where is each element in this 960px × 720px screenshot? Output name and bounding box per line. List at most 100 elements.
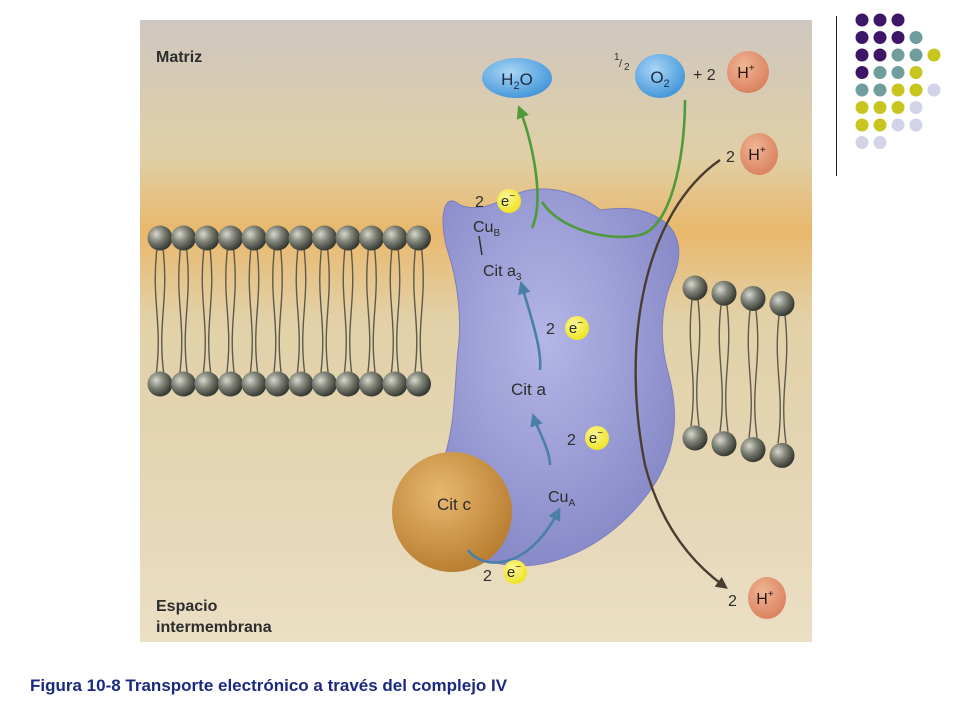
electron-count-middle: 2	[546, 321, 555, 338]
complex-iv-protein	[435, 188, 680, 567]
lipid-head-outer	[194, 225, 220, 251]
lipid-head-outer	[769, 291, 795, 317]
lipid-head-outer	[265, 225, 290, 251]
electron-bottom	[503, 560, 527, 584]
decorative-dot	[873, 83, 887, 97]
water-label: H2O	[501, 70, 533, 92]
lipid-bilayer	[147, 225, 795, 468]
lipid-head-inner	[335, 371, 361, 397]
label-cit-a3: Cit a3	[483, 263, 522, 283]
lipid-head-inner	[265, 371, 290, 397]
lipid-head-outer	[288, 225, 314, 251]
proton-label-reaction: H+	[737, 63, 755, 82]
decorative-dot	[873, 13, 887, 27]
lipid-head-outer	[359, 225, 384, 251]
arrow-oxygen-to-site	[540, 99, 687, 239]
lipid-tails	[718, 305, 723, 432]
lipid-tails	[696, 299, 701, 427]
electron-count-top: 2	[475, 194, 484, 211]
decorative-dot	[927, 48, 941, 62]
decorative-dot	[873, 66, 887, 79]
label-cub: CuB	[473, 219, 500, 239]
lipid-tails	[225, 247, 230, 377]
lipid-tails	[783, 315, 788, 444]
label-intermembrana: intermembrana	[156, 619, 272, 636]
two-protons-matrix-count: 2	[726, 149, 735, 166]
electron-label-bottom: e−	[507, 562, 521, 581]
proton-label-ims: H+	[756, 589, 774, 608]
lipid-head-inner	[171, 371, 196, 397]
figure-caption: Figura 10-8 Transporte electrónico a tra…	[30, 676, 508, 695]
electron-lower	[585, 426, 609, 450]
lipid-tails	[754, 310, 759, 438]
decorative-dot	[909, 118, 923, 132]
lipid-tails	[319, 247, 324, 377]
decorative-dot	[855, 136, 869, 149]
lipid-tails	[278, 247, 283, 377]
proton-matrix-reaction	[727, 51, 769, 93]
cytochrome-c-sphere	[392, 452, 512, 572]
cub-link	[478, 235, 483, 256]
lipid-tails	[419, 247, 424, 377]
lipid-head-outer	[241, 225, 267, 251]
lipid-head-inner	[147, 371, 173, 397]
lipid-head-outer	[382, 225, 408, 251]
decorative-dot	[855, 83, 869, 97]
lipid-head-outer	[740, 285, 766, 311]
decorative-dot	[855, 118, 869, 132]
proton-label-matrix: H+	[748, 145, 766, 164]
arrow-proton-translocation	[634, 159, 728, 589]
half-denominator: 2	[624, 62, 630, 73]
oxygen-label: O2	[650, 68, 669, 90]
two-protons-ims-count: 2	[728, 593, 737, 610]
plus-two-label: + 2	[693, 67, 716, 84]
electron-label-top: e−	[501, 191, 515, 210]
lipid-head-inner	[241, 371, 267, 397]
decorative-dot	[909, 48, 923, 62]
decorative-dot	[909, 31, 923, 44]
half-slash: /	[619, 58, 623, 70]
decorative-dot	[891, 48, 905, 62]
decorative-dot	[855, 48, 869, 62]
lipid-tails	[302, 247, 307, 377]
lipid-tails	[413, 247, 418, 377]
lipid-head-outer	[682, 275, 708, 301]
lipid-tails	[231, 247, 236, 377]
lipid-tails	[295, 247, 300, 377]
decorative-dot	[891, 31, 905, 44]
decorative-dot	[891, 101, 905, 114]
decorative-dot	[873, 118, 887, 132]
lipid-head-outer	[312, 225, 337, 251]
lipid-head-outer	[406, 225, 431, 251]
label-cua: CuA	[548, 489, 575, 509]
electron-top	[497, 189, 521, 213]
lipid-tails	[776, 315, 781, 444]
lipid-head-inner	[740, 437, 766, 463]
lipid-tails	[161, 247, 166, 377]
decorative-dot	[891, 66, 905, 79]
decorative-dot	[855, 66, 869, 79]
lipid-head-inner	[382, 371, 408, 397]
decorative-dot	[873, 136, 887, 149]
lipid-tails	[342, 247, 347, 377]
lipid-tails	[201, 247, 206, 377]
decorative-dot	[891, 118, 905, 132]
lipid-head-inner	[711, 431, 737, 457]
lipid-tails	[725, 305, 730, 432]
arrow-citc-to-cua	[466, 507, 561, 564]
label-cit-a: Cit a	[511, 380, 547, 399]
decorative-dot	[909, 101, 923, 114]
decorative-dot	[873, 101, 887, 114]
lipid-head-outer	[147, 225, 173, 251]
label-espacio: Espacio	[156, 598, 218, 615]
half-numerator: 1	[614, 52, 620, 63]
lipid-tails	[325, 247, 330, 377]
decorative-dot	[855, 13, 869, 27]
lipid-tails	[372, 247, 377, 377]
lipid-tails	[154, 247, 159, 377]
lipid-tails	[208, 247, 213, 377]
lipid-head-outer	[711, 280, 737, 306]
lipid-tails	[366, 247, 371, 377]
lipid-tails	[747, 310, 752, 438]
